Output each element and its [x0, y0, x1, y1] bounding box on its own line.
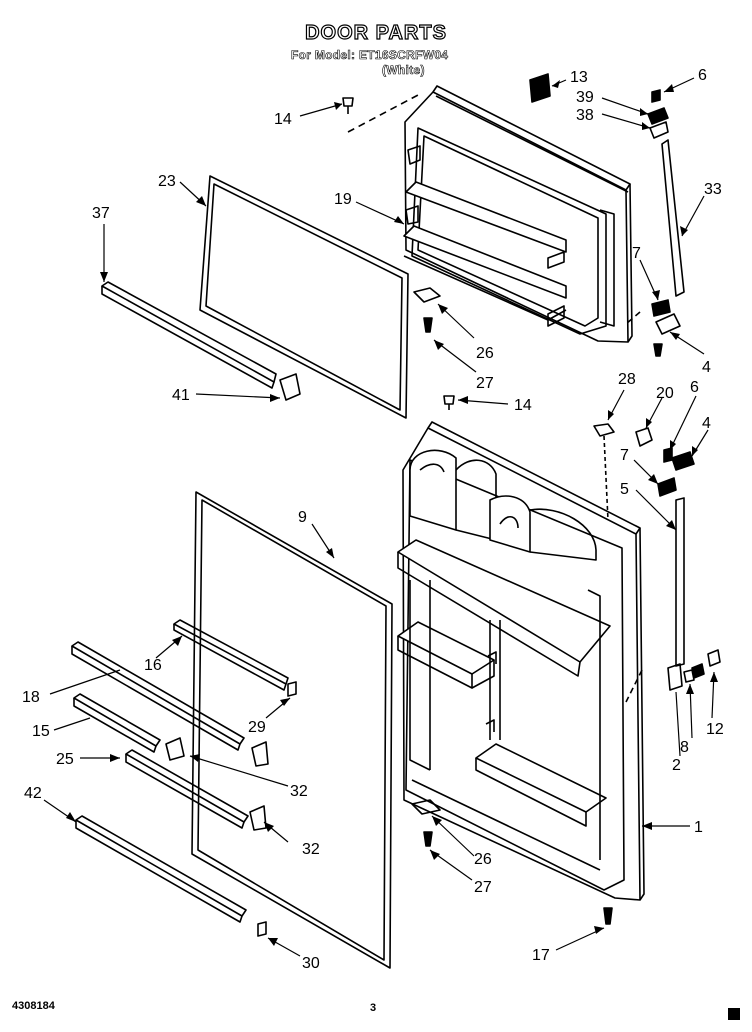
clip-41 — [279, 373, 301, 401]
callout-8: 8 — [680, 739, 689, 756]
callout-7-mid: 7 — [620, 447, 629, 464]
callout-29: 29 — [248, 719, 266, 736]
callout-23: 23 — [158, 173, 176, 190]
bracket-26-lower — [411, 799, 441, 815]
refrigerator-door — [397, 421, 645, 901]
callout-33: 33 — [704, 181, 722, 198]
callout-14-top: 14 — [274, 111, 292, 128]
callout-19: 19 — [334, 191, 352, 208]
callout-1: 1 — [694, 819, 703, 836]
part-8 — [683, 669, 695, 683]
part-29 — [287, 681, 297, 697]
part-13 — [529, 73, 551, 103]
callout-14-mid: 14 — [514, 397, 532, 414]
color-line: (White) — [382, 63, 425, 78]
callout-4-mid: 4 — [702, 415, 711, 432]
callout-32-a: 32 — [290, 783, 308, 800]
callout-17: 17 — [532, 947, 550, 964]
callout-5: 5 — [620, 481, 629, 498]
callout-28: 28 — [618, 371, 636, 388]
callout-27-bottom: 27 — [474, 879, 492, 896]
freezer-gasket — [199, 175, 409, 419]
part-38 — [649, 121, 669, 139]
fresh-food-gasket — [191, 491, 393, 969]
clip-32-a — [165, 737, 185, 761]
freezer-door — [403, 85, 633, 343]
plug-14-upper — [342, 97, 354, 114]
trim-42 — [75, 815, 247, 923]
callout-12: 12 — [706, 721, 724, 738]
callout-38: 38 — [576, 107, 594, 124]
callout-20: 20 — [656, 385, 674, 402]
callout-41: 41 — [172, 387, 190, 404]
callout-26-bottom: 26 — [474, 851, 492, 868]
page-title: DOOR PARTS — [304, 21, 447, 44]
callout-37: 37 — [92, 205, 110, 222]
callout-4-top: 4 — [702, 359, 711, 376]
model-line: For Model: ET16SCRFW04 — [291, 48, 449, 63]
hinge-rod-5 — [675, 497, 685, 667]
clip-32-b — [251, 741, 269, 767]
callout-15: 15 — [32, 723, 50, 740]
callout-30: 30 — [302, 955, 320, 972]
plug-14-lower — [443, 395, 455, 410]
trim-37 — [101, 281, 277, 389]
callout-13: 13 — [570, 69, 588, 86]
hinge-rod-33 — [661, 139, 685, 297]
screw-17 — [603, 907, 613, 925]
part-39 — [647, 107, 669, 125]
callout-6-mid: 6 — [690, 379, 699, 396]
callout-18: 18 — [22, 689, 40, 706]
callout-16: 16 — [144, 657, 162, 674]
corner-mark — [728, 1008, 740, 1020]
clip-32-c — [249, 805, 267, 831]
plug-28 — [593, 423, 615, 437]
screw-27-upper — [423, 317, 433, 333]
trim-25 — [125, 749, 249, 829]
part-7-upper — [651, 299, 671, 317]
screw-4-upper — [653, 343, 663, 357]
screw-27-lower — [423, 831, 433, 847]
callout-7-top: 7 — [632, 245, 641, 262]
callout-25: 25 — [56, 751, 74, 768]
part-12-a — [691, 663, 705, 679]
cam-20 — [635, 427, 653, 447]
callout-42: 42 — [24, 785, 42, 802]
screw-6-upper — [651, 89, 661, 103]
bracket-26-upper — [413, 287, 441, 303]
part-7-middle — [657, 477, 677, 497]
bracket-4-middle — [671, 451, 695, 471]
trim-18 — [71, 641, 245, 751]
hinge-2 — [667, 663, 683, 691]
doc-number: 4308184 — [12, 1000, 55, 1012]
callout-6-top: 6 — [698, 67, 707, 84]
callout-26-top: 26 — [476, 345, 494, 362]
page-number: 3 — [370, 1002, 377, 1014]
screw-6-middle — [663, 447, 673, 463]
leader-arrowheads — [66, 80, 718, 946]
trim-15 — [73, 693, 161, 753]
callout-27-top: 27 — [476, 375, 494, 392]
callout-2: 2 — [672, 757, 681, 774]
callout-9: 9 — [298, 509, 307, 526]
callout-39: 39 — [576, 89, 594, 106]
part-30 — [257, 921, 267, 937]
bracket-4-upper — [655, 313, 681, 335]
part-12 — [707, 649, 721, 667]
trim-16 — [173, 619, 289, 691]
callout-32-b: 32 — [302, 841, 320, 858]
